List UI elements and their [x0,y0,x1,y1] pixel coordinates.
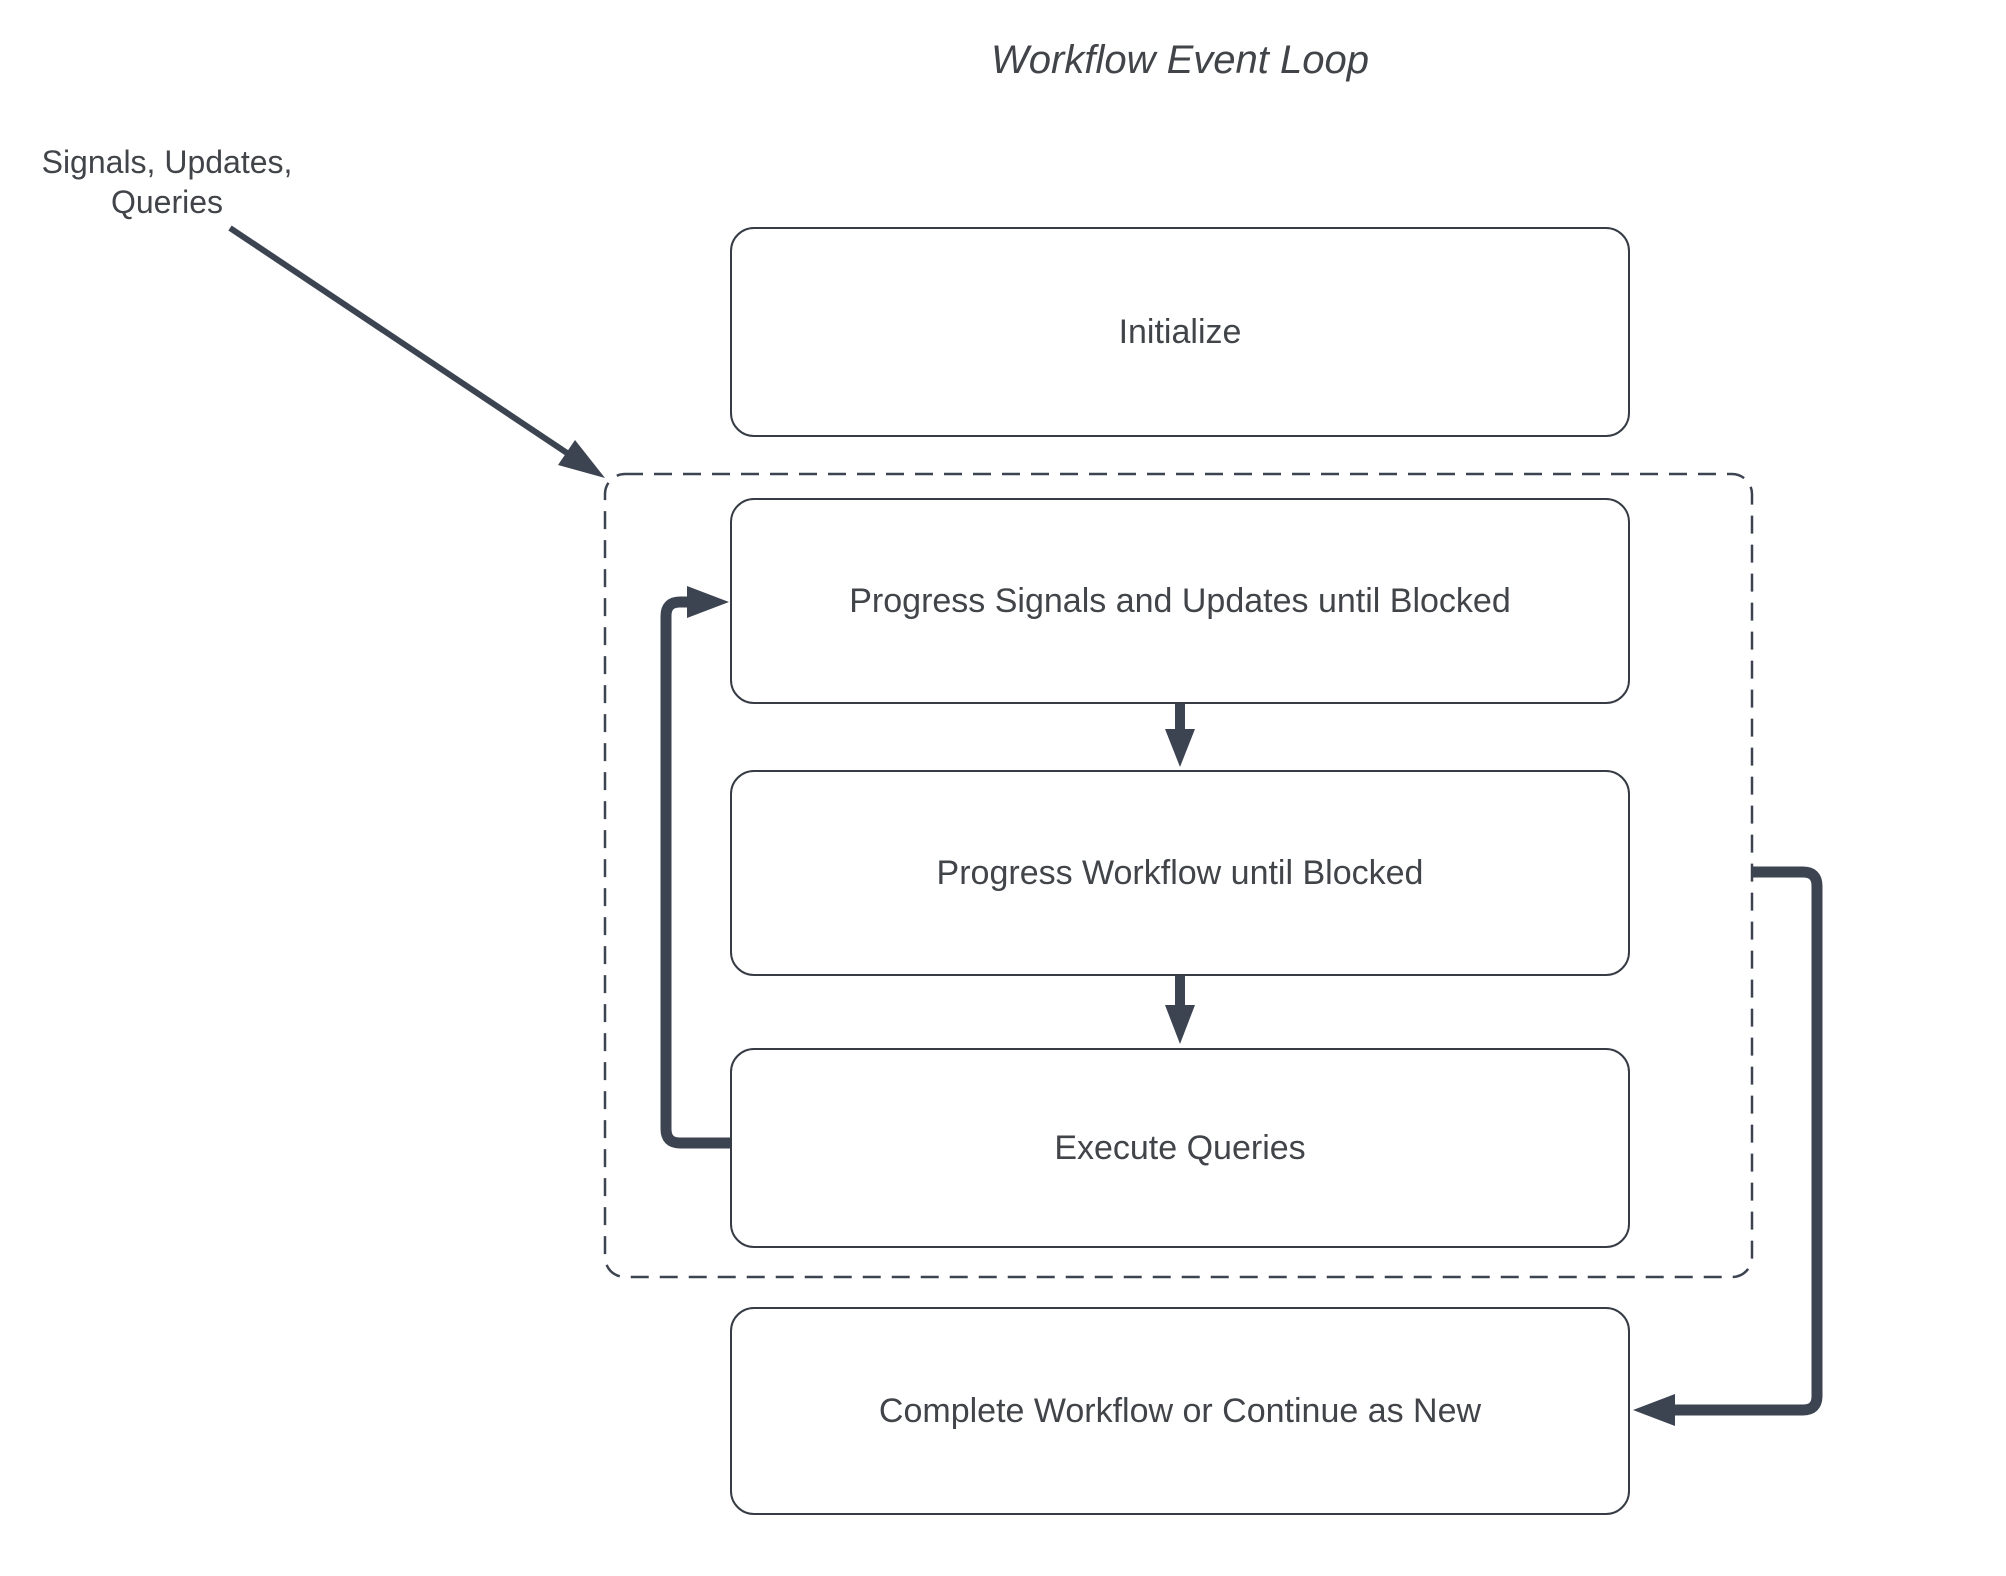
node-progress-workflow-label: Progress Workflow until Blocked [936,853,1424,892]
event-loop-group-border [603,472,1754,1279]
node-complete-workflow-label: Complete Workflow or Continue as New [878,1391,1482,1430]
down-arrow-signals-to-workflow [1165,704,1195,767]
node-execute-queries: Execute Queries [730,1048,1630,1248]
node-execute-queries-label: Execute Queries [1054,1128,1306,1167]
node-progress-signals-updates-label: Progress Signals and Updates until Block… [849,581,1511,620]
exit-loop-arrow [1633,866,1823,1426]
node-progress-workflow: Progress Workflow until Blocked [730,770,1630,976]
node-initialize-label: Initialize [1118,312,1242,351]
node-initialize: Initialize [730,227,1630,437]
node-progress-signals-updates: Progress Signals and Updates until Block… [730,498,1630,704]
signals-input-arrow [228,225,605,478]
signals-updates-queries-label: Signals, Updates, Queries [41,144,293,220]
loop-back-arrow [660,586,731,1149]
diagram-title: Workflow Event Loop [991,38,1369,82]
node-complete-workflow: Complete Workflow or Continue as New [730,1307,1630,1515]
down-arrow-workflow-to-queries [1165,976,1195,1044]
